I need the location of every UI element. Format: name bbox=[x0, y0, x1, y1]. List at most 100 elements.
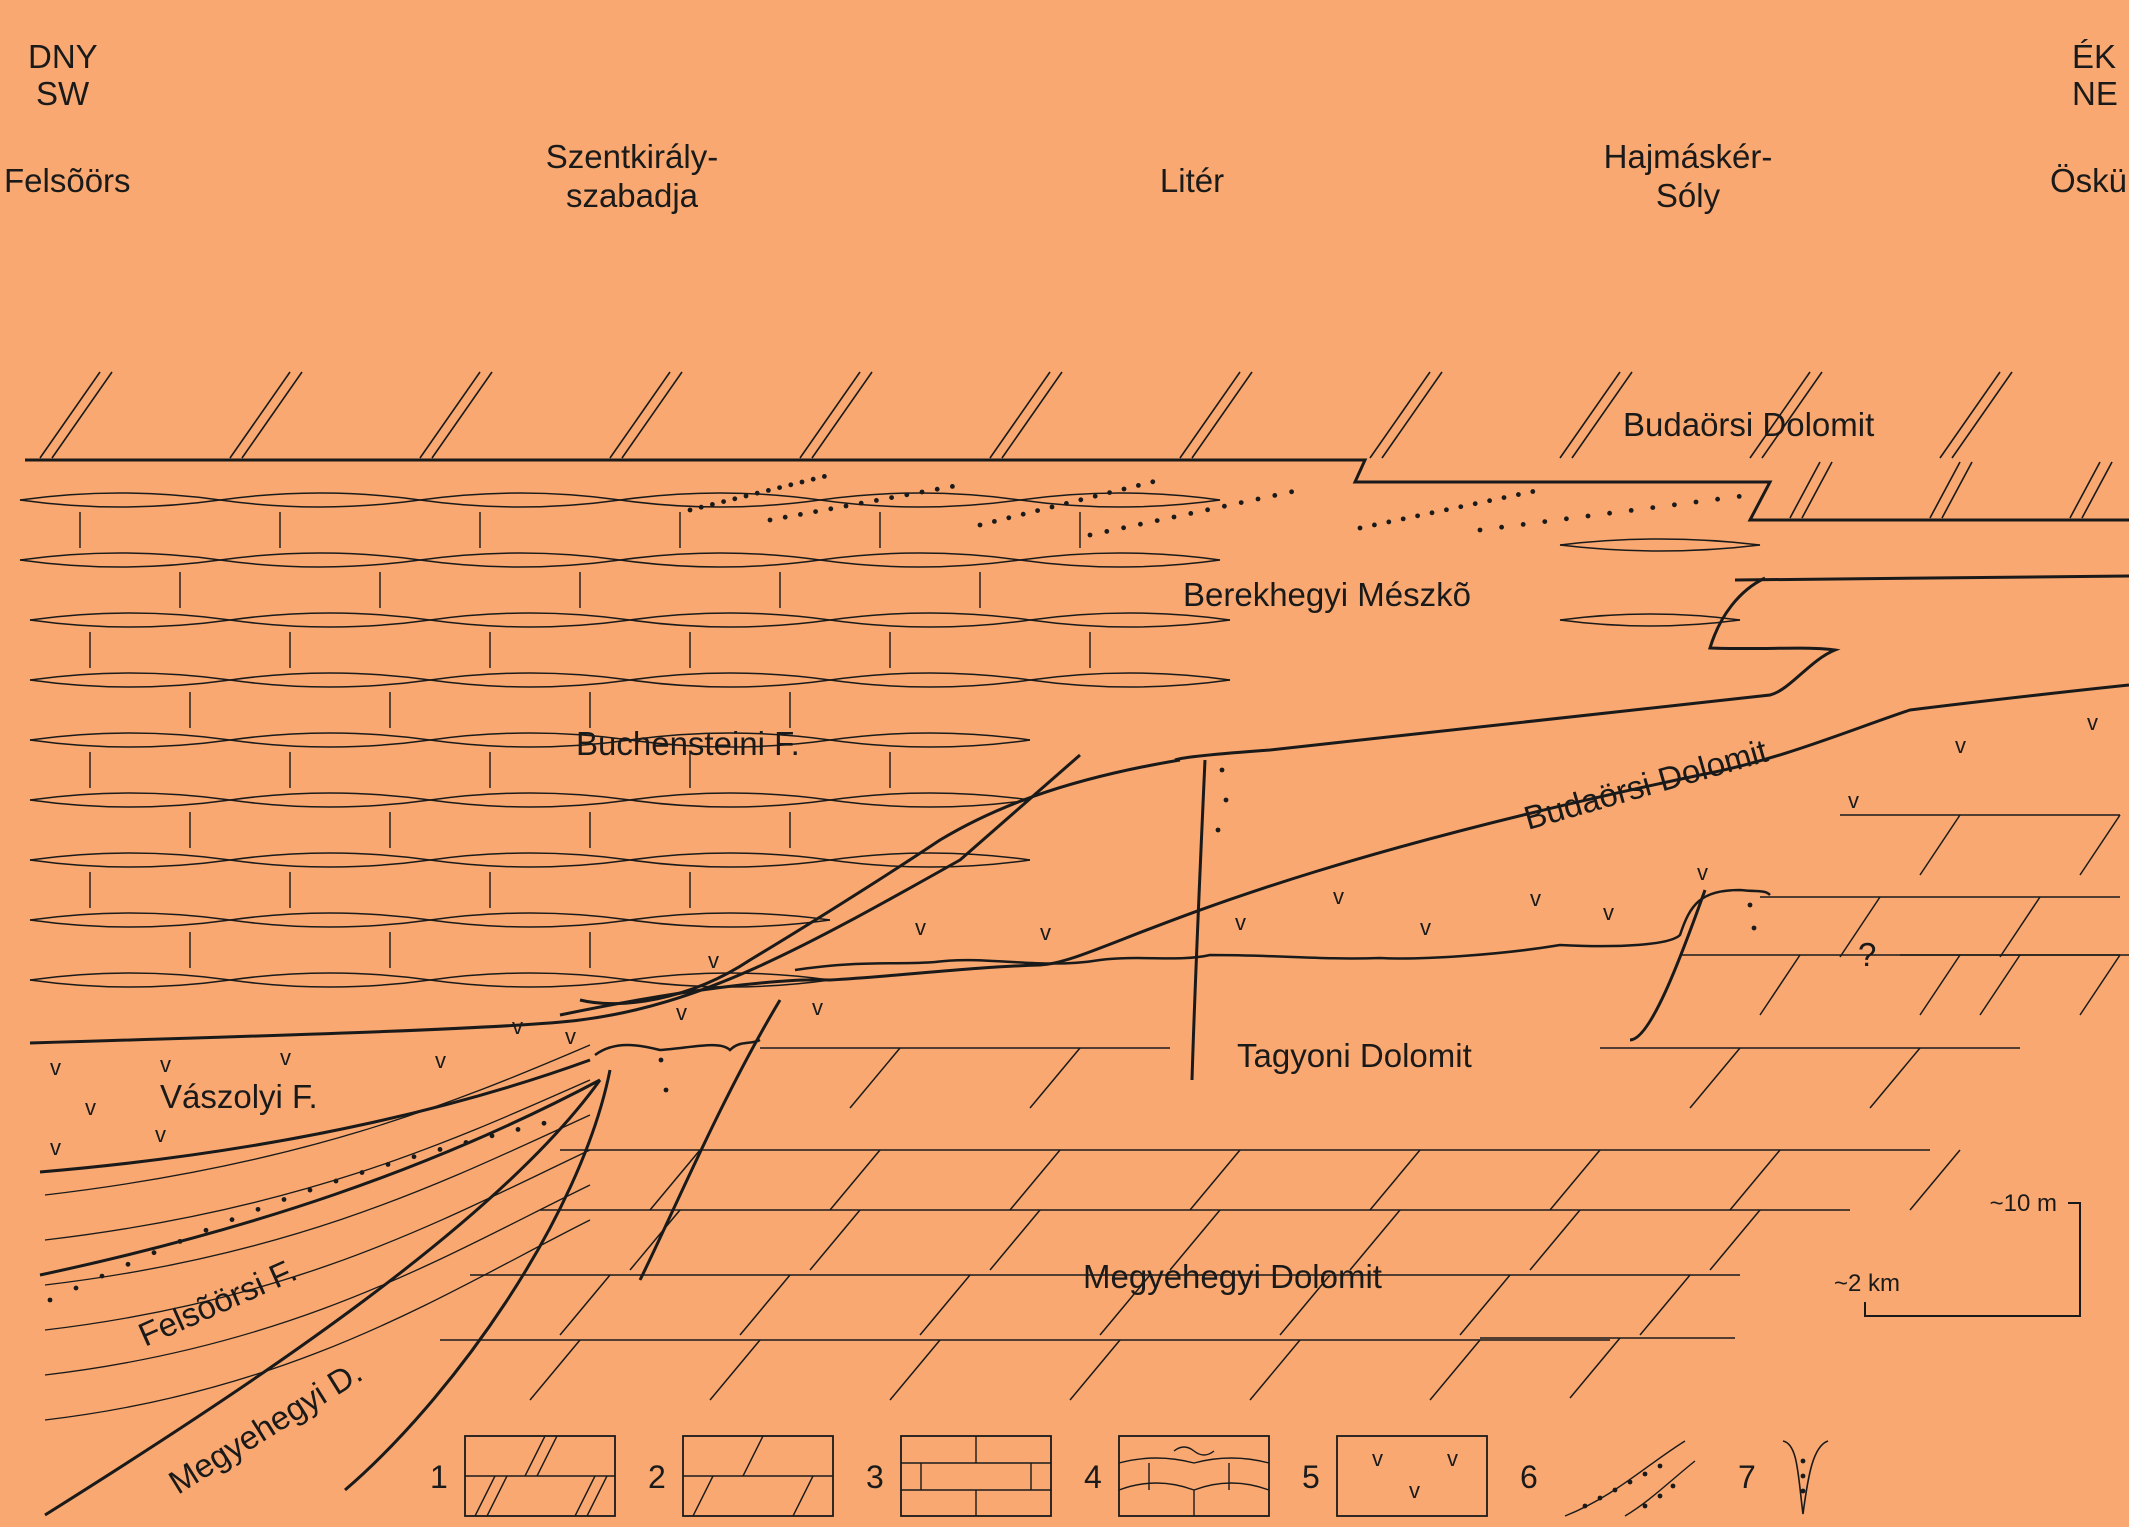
sand-dot bbox=[1487, 498, 1492, 504]
limestone-lens bbox=[19, 559, 1221, 568]
limestone-lens bbox=[29, 792, 1031, 801]
legend-dot bbox=[1800, 1473, 1806, 1479]
sand-dot bbox=[992, 519, 997, 524]
dolomite-mark bbox=[1381, 371, 1443, 459]
unit-berekhegyi: Berekhegyi Mészkõ bbox=[1183, 576, 1471, 613]
sand-dot bbox=[1501, 495, 1507, 500]
dolomite-joint bbox=[889, 1339, 941, 1401]
dolomite-joint bbox=[1839, 896, 1881, 958]
sand-dot bbox=[1736, 494, 1742, 499]
sand-dot bbox=[1255, 496, 1261, 502]
sand-dot bbox=[1585, 513, 1591, 519]
dolomite-mark bbox=[1001, 371, 1063, 459]
fault-3 bbox=[1190, 759, 1207, 1081]
legend-number: 5 bbox=[1302, 1459, 1320, 1495]
limestone-lens bbox=[1559, 613, 1741, 621]
dolomite-joint bbox=[849, 1047, 901, 1109]
thin-bed bbox=[44, 1219, 591, 1421]
dolomite-joint bbox=[1169, 1209, 1221, 1271]
dolomite-mark bbox=[811, 371, 873, 459]
sand-dot bbox=[1078, 497, 1084, 503]
sand-dot bbox=[1693, 499, 1699, 505]
dolomite-joint bbox=[1189, 1149, 1241, 1211]
sand-dot bbox=[255, 1206, 261, 1212]
sand-dot bbox=[1444, 507, 1449, 513]
sand-dot bbox=[766, 488, 771, 493]
sand-dot bbox=[1272, 493, 1278, 498]
unit-budaorsi-top: Budaörsi Dolomit bbox=[1623, 406, 1874, 443]
dolomite-mark bbox=[1749, 371, 1811, 459]
location-felsoors: Felsõörs bbox=[4, 162, 131, 199]
legend-line bbox=[1173, 1446, 1215, 1456]
location-szentkiralyszabadja-1: Szentkirály- bbox=[546, 138, 718, 175]
scale-bar-lines bbox=[1864, 1202, 2081, 1317]
sand-dot bbox=[1188, 511, 1194, 516]
sand-dot bbox=[1715, 496, 1720, 502]
legend-dot bbox=[1800, 1488, 1806, 1494]
sand-dot bbox=[1520, 522, 1526, 527]
dolomite-joint bbox=[809, 1209, 861, 1271]
sand-dot bbox=[799, 479, 805, 485]
dolomite-joint bbox=[529, 1339, 581, 1401]
dolomite-joint bbox=[649, 1149, 701, 1211]
dolomite-mark bbox=[51, 371, 113, 459]
dolomite-joint bbox=[1869, 1047, 1921, 1109]
sand-dot bbox=[1372, 522, 1377, 528]
sand-dot bbox=[743, 493, 749, 499]
sand-dot bbox=[229, 1217, 235, 1223]
sand-dot bbox=[1049, 504, 1055, 510]
legend-number: 7 bbox=[1738, 1459, 1756, 1495]
dolomite-mark bbox=[1369, 371, 1431, 459]
thin-bed bbox=[44, 1114, 591, 1286]
legend-line bbox=[474, 1475, 496, 1517]
sand-dot bbox=[767, 517, 773, 523]
dyke-dot bbox=[1223, 797, 1229, 803]
legend-line bbox=[486, 1475, 508, 1517]
sand-dot bbox=[125, 1261, 131, 1267]
legend-item-7: 7 bbox=[1738, 1440, 1829, 1515]
sand-dot bbox=[1136, 483, 1141, 488]
dolomite-joint bbox=[1919, 954, 1961, 1016]
volcanic-mark: v bbox=[1955, 733, 1966, 758]
legend-item-4: 4 bbox=[1084, 1435, 1270, 1517]
sand-dot bbox=[1564, 516, 1569, 522]
volcanic-mark: v bbox=[1697, 860, 1708, 885]
volcanic-mark: v bbox=[1420, 915, 1431, 940]
dolomite-joint bbox=[1569, 1337, 1621, 1399]
limestone-lens bbox=[1559, 619, 1741, 627]
legend-dot bbox=[1597, 1495, 1603, 1501]
fault-2 bbox=[638, 999, 782, 1281]
sand-dot bbox=[359, 1170, 365, 1175]
unit-labels: Budaörsi Dolomit Berekhegyi Mészkõ Buche… bbox=[133, 406, 1877, 1501]
sand-dot bbox=[1222, 503, 1227, 509]
sand-dot bbox=[1542, 519, 1548, 524]
dyke-dot bbox=[1751, 925, 1757, 931]
limestone-lens bbox=[29, 799, 1031, 808]
location-hajmasker-1: Hajmáskér- bbox=[1604, 138, 1773, 175]
dolomite-joint bbox=[1099, 1274, 1151, 1336]
dolomite-mark bbox=[419, 371, 481, 459]
sand-dot bbox=[1429, 510, 1435, 516]
sand-dot bbox=[710, 502, 715, 507]
limestone-lens bbox=[1559, 538, 1761, 546]
dolomite-joint bbox=[1029, 1047, 1081, 1109]
sand-dot bbox=[333, 1178, 339, 1184]
scale-bar: ~10 m ~2 km bbox=[1834, 1190, 2081, 1317]
location-labels: Felsõörs Szentkirály- szabadja Litér Haj… bbox=[4, 138, 2127, 214]
legend-item-6: 6 bbox=[1520, 1440, 1696, 1517]
unit-megyehegyi-d: Megyehegyi D. bbox=[162, 1353, 368, 1501]
dolomite-joint bbox=[1759, 954, 1801, 1016]
sand-dot bbox=[788, 482, 794, 488]
dolomite-joint bbox=[709, 1339, 761, 1401]
legend-line bbox=[574, 1475, 596, 1517]
sand-dot bbox=[798, 512, 803, 517]
sand-dot bbox=[1006, 515, 1012, 521]
unit-megyehegyi: Megyehegyi Dolomit bbox=[1083, 1258, 1382, 1295]
sand-dot bbox=[1107, 490, 1112, 495]
sand-dot bbox=[1035, 508, 1040, 513]
sand-dot bbox=[950, 484, 955, 489]
dyke-dot bbox=[1215, 827, 1221, 833]
dir-right-2: NE bbox=[2072, 75, 2118, 112]
dyke-dot bbox=[1747, 902, 1753, 908]
